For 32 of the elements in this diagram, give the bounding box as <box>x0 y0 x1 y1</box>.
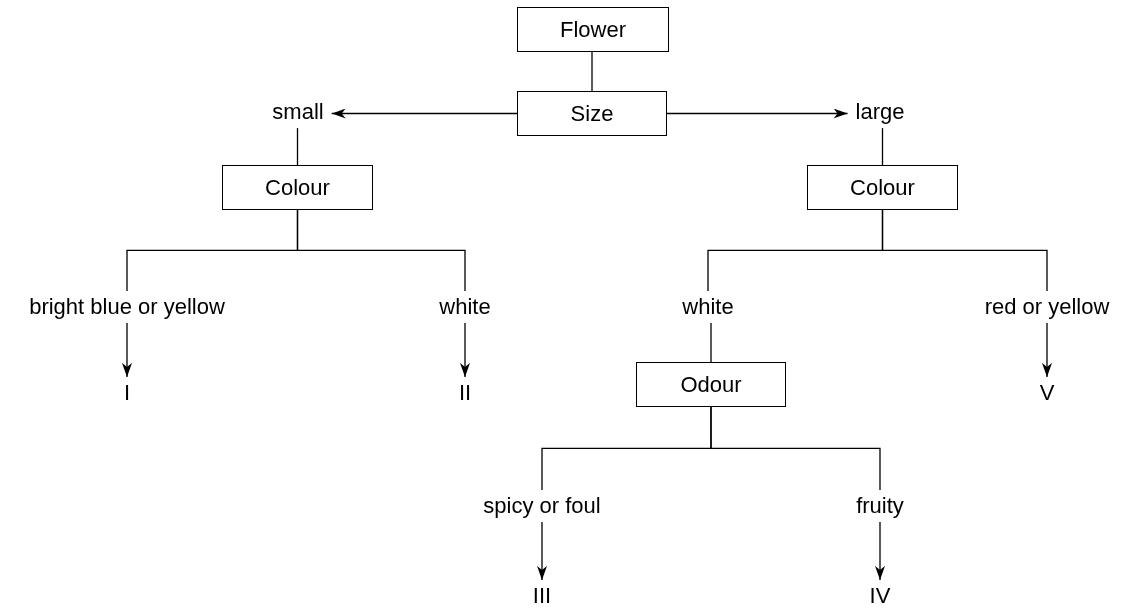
branch-label: white <box>674 290 742 324</box>
arrow <box>331 108 518 119</box>
arrow <box>875 521 885 581</box>
decision-box: Flower <box>517 7 669 52</box>
branch-label: I <box>115 376 139 410</box>
decision-box: Size <box>517 91 667 136</box>
decision-box: Colour <box>222 165 373 210</box>
branch-label: large <box>847 95 913 129</box>
arrow <box>537 521 547 581</box>
arrow <box>666 108 849 119</box>
branch-label: II <box>450 376 480 410</box>
arrow <box>1042 322 1052 378</box>
connector-line <box>881 127 884 166</box>
connector-line <box>710 322 712 363</box>
branch-label: red or yellow <box>976 290 1118 324</box>
arrow <box>460 322 470 378</box>
connector-line <box>296 127 299 166</box>
branch-label: III <box>524 579 560 613</box>
branch-label: spicy or foul <box>475 489 609 523</box>
branch-label: white <box>431 290 499 324</box>
connector-line <box>881 209 1048 292</box>
branch-label: IV <box>861 579 899 613</box>
branch-label: bright blue or yellow <box>21 290 233 324</box>
branch-label: V <box>1031 376 1063 410</box>
branch-label: fruity <box>848 489 912 523</box>
connector-line <box>710 406 881 491</box>
connector-line <box>591 51 593 92</box>
decision-box: Odour <box>636 362 786 407</box>
arrow <box>122 322 132 378</box>
branch-label: small <box>264 95 332 129</box>
connector-line <box>296 209 466 292</box>
decision-box: Colour <box>807 165 958 210</box>
